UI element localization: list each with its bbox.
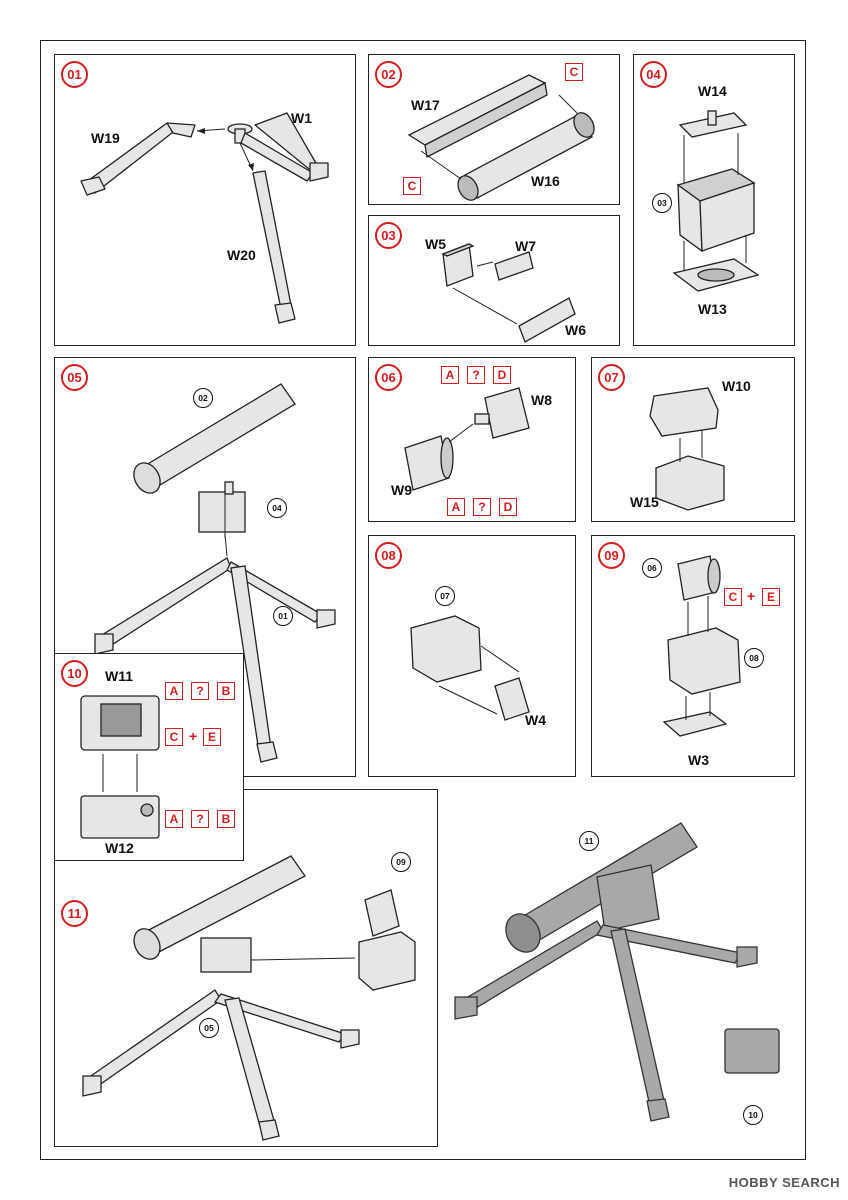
step-06-illustration xyxy=(404,387,530,491)
callout-e: E xyxy=(762,588,780,606)
step-03-illustration xyxy=(441,243,576,343)
callout-d-top: D xyxy=(493,366,511,384)
step-number: 01 xyxy=(61,61,88,88)
step-01-illustration xyxy=(80,112,329,324)
part-label-w14: W14 xyxy=(698,83,727,99)
step-02-illustration xyxy=(407,74,595,201)
step-number: 11 xyxy=(61,900,88,927)
part-label-w3: W3 xyxy=(688,752,709,768)
ref-step-09: 09 xyxy=(391,852,411,872)
part-label-w7: W7 xyxy=(515,238,536,254)
step-number: 05 xyxy=(61,364,88,391)
part-label-w15: W15 xyxy=(630,494,659,510)
step-06-panel: 06 A ? D W8 W9 A ? D xyxy=(368,357,576,522)
step-07-illustration xyxy=(649,387,725,511)
step-number: 07 xyxy=(598,364,625,391)
part-label-w17: W17 xyxy=(411,97,440,113)
instruction-sheet: 01 W19 xyxy=(40,40,806,1160)
ref-step-04: 04 xyxy=(267,498,287,518)
callout-plus: + xyxy=(189,728,198,744)
part-label-w6: W6 xyxy=(565,322,586,338)
callout-a-top: A xyxy=(441,366,459,384)
callout-q-bottom: ? xyxy=(473,498,491,516)
final-assembly-illustration xyxy=(454,822,780,1122)
ref-step-11: 11 xyxy=(579,831,599,851)
ref-step-03: 03 xyxy=(652,193,672,213)
step-10-panel: 10 W11 A ? B C + E A ? B W12 xyxy=(54,653,244,861)
callout-e: E xyxy=(203,728,221,746)
watermark-footer: HOBBY SEARCH xyxy=(728,1175,840,1190)
callout-b-bottom: B xyxy=(217,810,235,828)
step-number: 02 xyxy=(375,61,402,88)
part-label-w10: W10 xyxy=(722,378,751,394)
callout-c: C xyxy=(724,588,742,606)
step-08-panel: 08 07 W4 xyxy=(368,535,576,777)
step-09-illustration xyxy=(662,555,741,737)
callout-a-bottom: A xyxy=(447,498,465,516)
callout-d-bottom: D xyxy=(499,498,517,516)
part-label-w12: W12 xyxy=(105,840,134,856)
part-label-w5: W5 xyxy=(425,236,446,252)
part-label-w19: W19 xyxy=(91,130,120,146)
part-label-w20: W20 xyxy=(227,247,256,263)
ref-step-08: 08 xyxy=(744,648,764,668)
callout-c-top: C xyxy=(565,63,583,81)
ref-step-02: 02 xyxy=(193,388,213,408)
part-label-w8: W8 xyxy=(531,392,552,408)
part-label-w16: W16 xyxy=(531,173,560,189)
step-11-panel: 11 09 05 xyxy=(54,789,438,1147)
ref-step-01: 01 xyxy=(273,606,293,626)
ref-step-06: 06 xyxy=(642,558,662,578)
callout-q-top: ? xyxy=(191,682,209,700)
part-label-w4: W4 xyxy=(525,712,546,728)
step-11-illustration xyxy=(82,855,416,1141)
step-03-panel: 03 W5 W7 W6 xyxy=(368,215,620,346)
step-04-panel: 04 W14 W13 03 xyxy=(633,54,795,346)
step-02-panel: 02 W17 W16 C C xyxy=(368,54,620,205)
callout-b-top: B xyxy=(217,682,235,700)
step-number: 06 xyxy=(375,364,402,391)
step-number: 09 xyxy=(598,542,625,569)
callout-q-bottom: ? xyxy=(191,810,209,828)
step-10-illustration xyxy=(80,695,160,839)
callout-c-bottom: C xyxy=(403,177,421,195)
callout-c: C xyxy=(165,728,183,746)
callout-a-bottom: A xyxy=(165,810,183,828)
step-04-illustration xyxy=(672,110,760,292)
ref-step-07: 07 xyxy=(435,586,455,606)
step-number: 03 xyxy=(375,222,402,249)
step-number: 04 xyxy=(640,61,667,88)
part-label-w9: W9 xyxy=(391,482,412,498)
part-label-w13: W13 xyxy=(698,301,727,317)
callout-a-top: A xyxy=(165,682,183,700)
part-label-w1: W1 xyxy=(291,110,312,126)
callout-q-top: ? xyxy=(467,366,485,384)
step-01-panel: 01 W19 xyxy=(54,54,356,346)
part-label-w11: W11 xyxy=(105,668,134,684)
step-09-panel: 09 06 C + E 08 W3 xyxy=(591,535,795,777)
ref-step-10: 10 xyxy=(743,1105,763,1125)
step-08-illustration xyxy=(410,615,530,721)
step-number: 10 xyxy=(61,660,88,687)
step-number: 08 xyxy=(375,542,402,569)
ref-step-05: 05 xyxy=(199,1018,219,1038)
step-05-illustration xyxy=(94,383,336,763)
callout-plus: + xyxy=(747,588,756,604)
step-07-panel: 07 W10 W15 xyxy=(591,357,795,522)
